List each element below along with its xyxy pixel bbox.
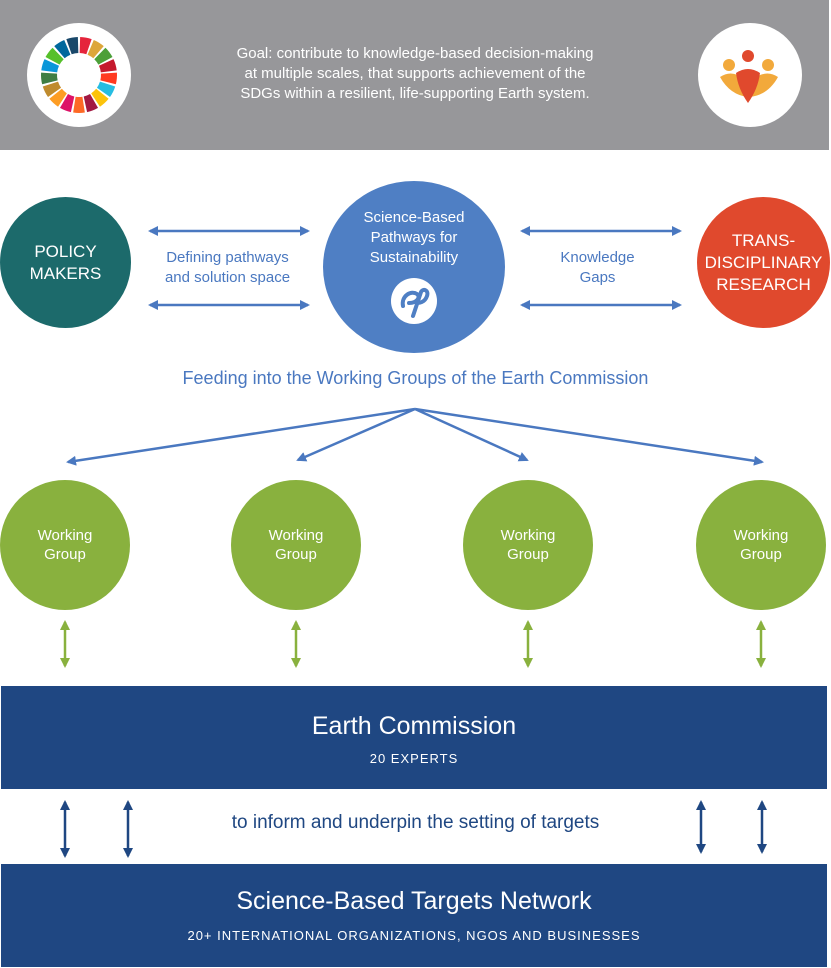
research-line-3: RESEARCH <box>716 274 811 294</box>
wg1-line-1: Working <box>37 527 93 544</box>
wg3-line-1: Working <box>500 527 556 544</box>
wg4-line-2: Group <box>740 546 782 563</box>
transdisciplinary-research-node: TRANS- DISCIPLINARY RESEARCH <box>697 197 830 328</box>
pathways-line-1: Science-Based <box>363 209 465 226</box>
science-based-pathways-node: Science-Based Pathways for Sustainabilit… <box>323 181 505 353</box>
sdg-wheel-segment <box>59 94 75 113</box>
goal-line-1: Goal: contribute to knowledge-based deci… <box>236 45 594 62</box>
wg4-line-1: Working <box>733 527 789 544</box>
defining-line-2: and solution space <box>164 269 291 286</box>
sdg-wheel-icon <box>41 37 117 113</box>
inform-text: to inform and underpin the setting of ta… <box>231 812 600 833</box>
sdg-wheel-segment <box>49 88 67 107</box>
research-line-2: DISCIPLINARY <box>704 252 823 272</box>
sdg-wheel-segment <box>83 94 99 113</box>
sdg-wheel-segment <box>42 81 62 97</box>
sdg-wheel-segment <box>79 37 92 55</box>
goal-text: Goal: contribute to knowledge-based deci… <box>185 44 645 104</box>
wg2-line-1: Working <box>268 527 324 544</box>
sdg-wheel-segment <box>45 47 64 65</box>
ep-logo-icon <box>391 278 437 324</box>
earth-commission-bar: Earth Commission 20 EXPERTS <box>1 686 827 789</box>
knowledge-line-2: Gaps <box>579 269 616 286</box>
sdg-wheel-segment <box>41 72 58 85</box>
knowledge-gaps-label: Knowledge Gaps <box>530 248 665 288</box>
sbtn-subtitle: 20+ INTERNATIONAL ORGANIZATIONS, NGOS AN… <box>187 928 641 943</box>
sdg-wheel-segment <box>73 96 85 113</box>
sdg-wheel-segment <box>91 88 109 107</box>
knowledge-line-1: Knowledge <box>560 249 635 266</box>
sdg-wheel-segment <box>96 81 116 97</box>
wg2-line-2: Group <box>275 546 317 563</box>
research-line-1: TRANS- <box>731 230 796 250</box>
policy-line-1: POLICY <box>34 241 97 261</box>
pathways-line-2: Pathways for <box>370 229 458 246</box>
fan-arrow-3 <box>414 407 529 462</box>
policy-line-2: MAKERS <box>29 263 102 283</box>
goal-banner <box>0 0 829 150</box>
pathways-line-3: Sustainability <box>369 249 459 266</box>
sdg-wheel-segment <box>94 47 113 65</box>
fan-arrow-1 <box>66 407 416 466</box>
sdg-wheel-segment <box>41 59 60 73</box>
policy-makers-node: POLICY MAKERS <box>0 197 131 328</box>
earth-commission-title: Earth Commission <box>311 712 517 740</box>
goal-line-3: SDGs within a resilient, life-supporting… <box>240 85 590 102</box>
earth-commission-subtitle: 20 EXPERTS <box>369 751 459 766</box>
defining-line-1: Defining pathways <box>166 249 289 266</box>
sdg-wheel-segment <box>98 59 117 73</box>
goal-line-2: at multiple scales, that supports achiev… <box>244 65 586 82</box>
sdg-wheel-segment <box>66 37 79 55</box>
sdg-wheel-logo <box>27 23 131 127</box>
fan-arrow-4 <box>414 407 764 466</box>
sdg-wheel-segment <box>100 72 117 85</box>
people-heart-icon <box>720 50 778 103</box>
sbtn-bar: Science-Based Targets Network 20+ INTERN… <box>1 864 827 967</box>
sbtn-title: Science-Based Targets Network <box>236 887 592 915</box>
people-heart-logo <box>698 23 802 127</box>
defining-pathways-label: Defining pathways and solution space <box>145 248 310 288</box>
sdg-wheel-segment <box>87 39 104 59</box>
fan-arrow-2 <box>296 407 416 462</box>
feeding-text: Feeding into the Working Groups of the E… <box>182 368 649 388</box>
sdg-wheel-segment <box>54 39 71 59</box>
wg1-line-2: Group <box>44 546 86 563</box>
wg3-line-2: Group <box>507 546 549 563</box>
